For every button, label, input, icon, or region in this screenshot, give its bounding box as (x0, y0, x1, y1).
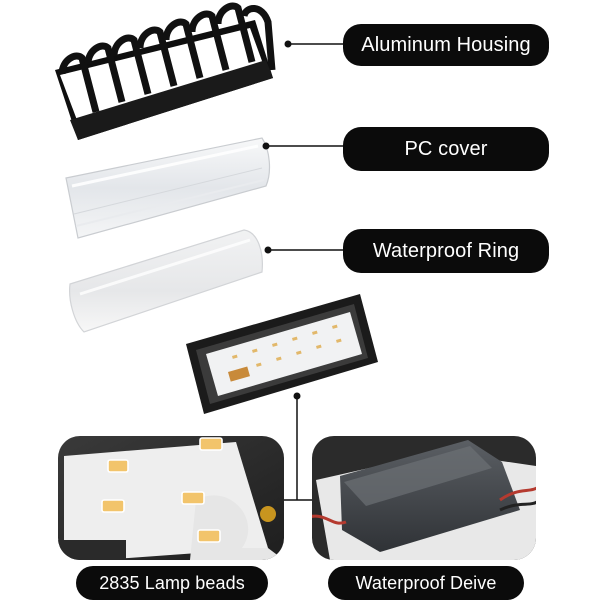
waterproof-ring-image (69, 229, 263, 333)
leader-dot-module (293, 392, 301, 400)
leader-dot-housing (284, 40, 292, 48)
callout-lamp-beads: 2835 Lamp beads (76, 566, 268, 600)
callout-aluminum-housing: Aluminum Housing (343, 24, 549, 66)
leader-lines (266, 43, 344, 501)
callout-waterproof-driver: Waterproof Deive (328, 566, 524, 600)
callout-pc-cover: PC cover (343, 127, 549, 171)
waterproof-driver-photo (312, 436, 536, 560)
lamp-beads-photo (58, 436, 284, 560)
leader-dot-cover (262, 142, 270, 150)
pc-cover-image (65, 137, 271, 239)
led-module-image (186, 294, 378, 414)
callout-waterproof-ring: Waterproof Ring (343, 229, 549, 273)
aluminum-housing-image (55, 2, 276, 140)
leader-dot-ring (264, 246, 272, 254)
